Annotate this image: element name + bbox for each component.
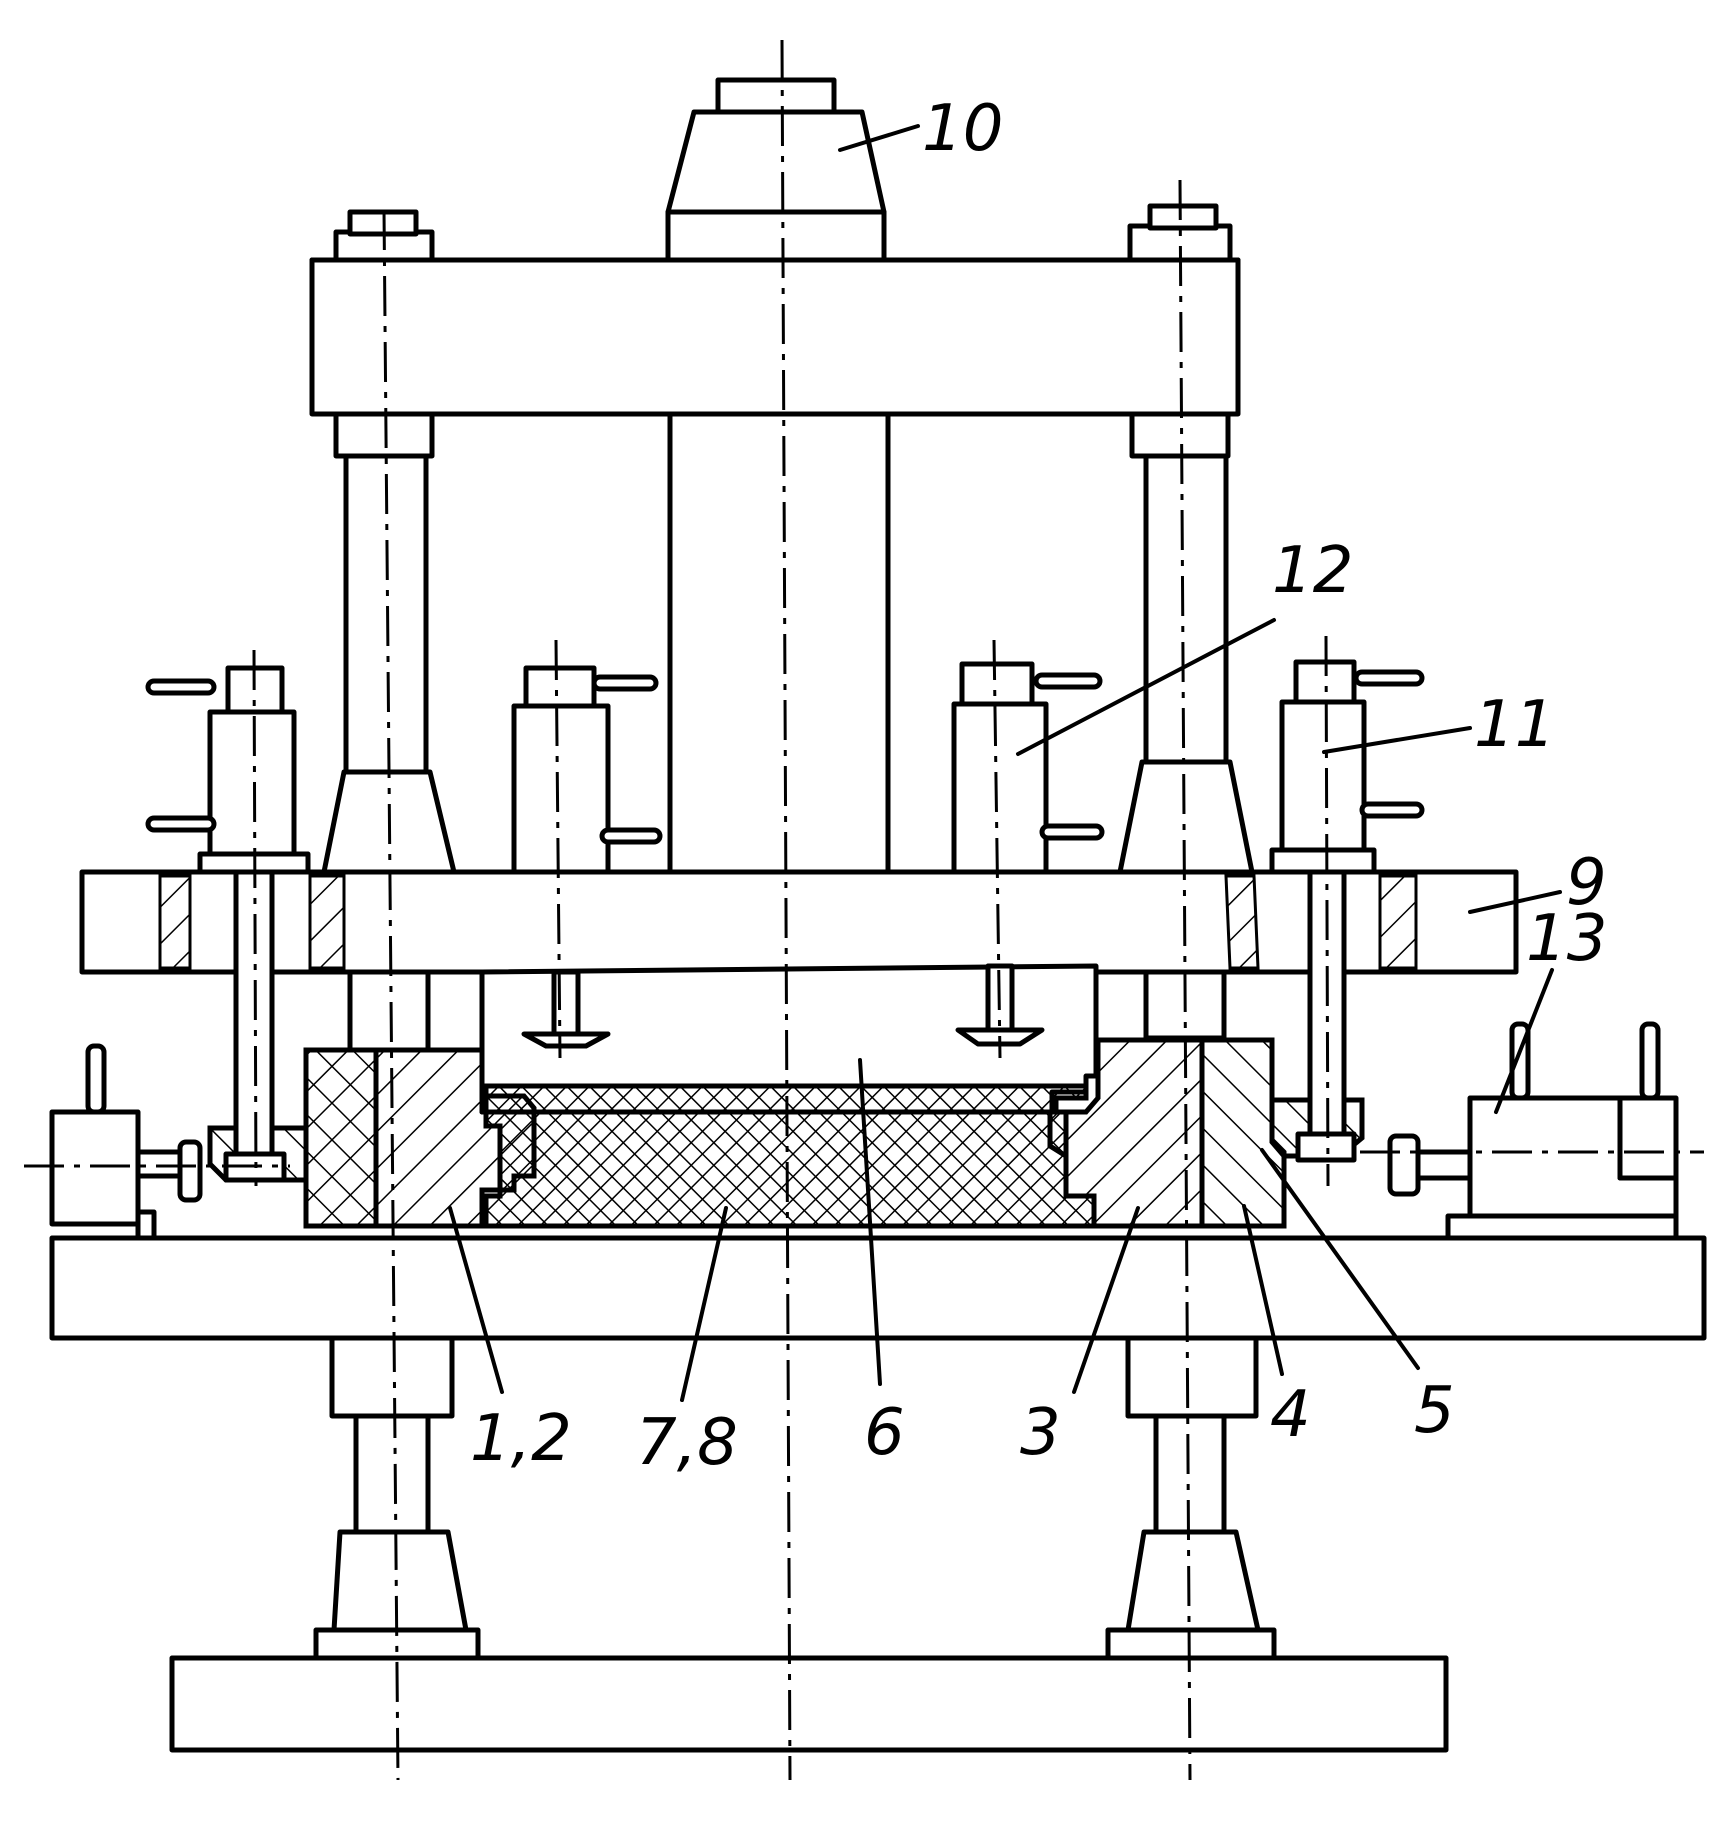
side-stop-13	[1390, 1024, 1676, 1238]
label-12: 12	[1272, 534, 1353, 608]
label-5: 5	[1414, 1374, 1455, 1448]
label-11: 11	[1474, 688, 1555, 762]
label-13: 13	[1526, 902, 1607, 976]
label-1-2: 1,2	[470, 1402, 572, 1476]
label-10: 10	[922, 92, 1003, 166]
label-7-8: 7,8	[636, 1406, 738, 1480]
left-side-stop	[52, 1046, 200, 1238]
center-ram	[670, 412, 888, 872]
hydraulic-cylinder-10	[668, 80, 884, 260]
label-4: 4	[1270, 1378, 1311, 1452]
label-3: 3	[1020, 1396, 1061, 1470]
clamp-cylinder-left-inner	[514, 668, 660, 872]
base-plate	[172, 1658, 1446, 1750]
label-6: 6	[864, 1396, 905, 1470]
workpiece-7-8	[486, 1086, 1094, 1226]
clamp-cylinder-left-outer	[148, 668, 308, 872]
left-column-stub	[350, 972, 428, 1050]
clamp-cylinder-12	[954, 664, 1102, 872]
clamp-cylinder-11	[1272, 662, 1422, 872]
lower-right-column	[1108, 1338, 1274, 1658]
clamp-plate-9	[82, 872, 1516, 972]
top-crosshead	[312, 260, 1238, 414]
